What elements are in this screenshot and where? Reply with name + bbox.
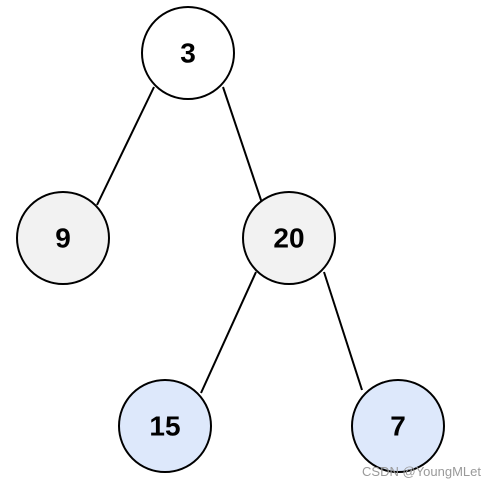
node-15-circle: [118, 379, 212, 473]
node-20: 20: [242, 191, 336, 285]
node-7-label: 7: [390, 411, 406, 442]
node-20-circle: [242, 191, 336, 285]
node-15: 15: [118, 379, 212, 473]
node-9-label: 9: [55, 223, 71, 254]
node-3: 3: [141, 6, 235, 100]
edge-20-to-15: [200, 271, 257, 394]
node-9-circle: [16, 191, 110, 285]
node-3-label: 3: [180, 38, 196, 69]
node-3-circle: [141, 6, 235, 100]
node-9: 9: [16, 191, 110, 285]
watermark-text: CSDN @YoungMLet: [362, 464, 481, 479]
node-20-label: 20: [273, 223, 304, 254]
edge-20-to-7: [323, 271, 363, 391]
tree-edges: [96, 86, 363, 394]
node-7-circle: [351, 379, 445, 473]
tree-nodes: 3 9 20 15 7: [16, 6, 445, 473]
edge-3-to-9: [96, 86, 155, 206]
edge-3-to-20: [222, 86, 263, 204]
node-15-label: 15: [149, 411, 180, 442]
node-7: 7: [351, 379, 445, 473]
